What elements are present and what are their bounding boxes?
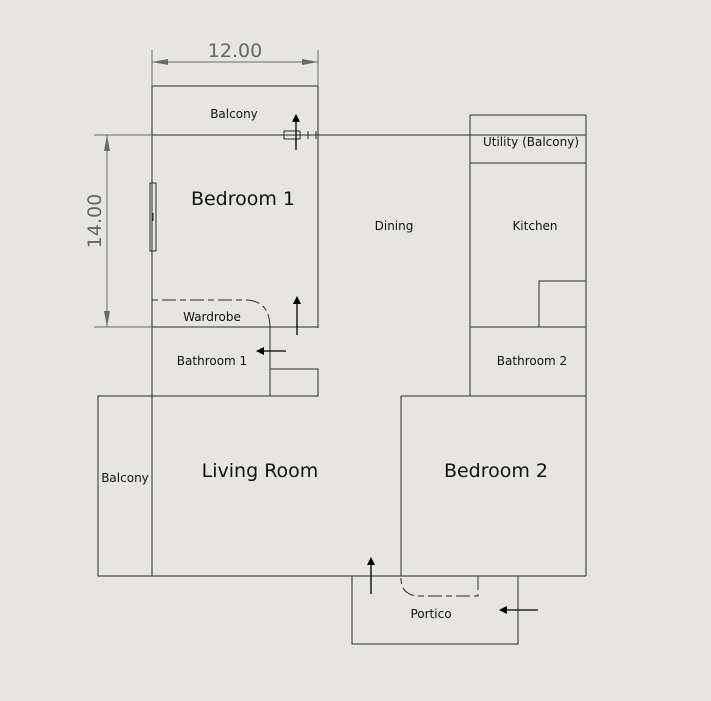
dimension-width: 12.00: [151, 40, 319, 86]
wall-balcony-left: [97, 395, 153, 577]
room-labels: Balcony Bedroom 1 Dining Utility (Balcon…: [101, 107, 579, 621]
room-label-bathroom1: Bathroom 1: [177, 354, 247, 368]
window-icon: [149, 182, 157, 252]
wall-kitchen-counter: [538, 280, 587, 328]
dimension-width-label: 12.00: [208, 40, 262, 62]
room-label-bathroom2: Bathroom 2: [497, 354, 567, 368]
dimension-height: 14.00: [84, 134, 152, 328]
room-label-balcony-left: Balcony: [101, 471, 149, 485]
window-icon: [283, 130, 317, 140]
room-label-balcony-top: Balcony: [210, 107, 258, 121]
room-label-dining: Dining: [375, 219, 414, 233]
dimension-height-label: 14.00: [84, 194, 106, 248]
room-label-kitchen: Kitchen: [512, 219, 557, 233]
room-label-bedroom1: Bedroom 1: [191, 188, 295, 210]
room-label-utility: Utility (Balcony): [483, 135, 579, 149]
room-label-portico: Portico: [410, 607, 451, 621]
room-label-bedroom2: Bedroom 2: [444, 460, 548, 482]
room-label-wardrobe: Wardrobe: [183, 310, 241, 324]
room-label-living-room: Living Room: [202, 460, 319, 482]
wall-bath1-fixture: [269, 368, 319, 397]
portico-curve: [400, 576, 479, 597]
walls: [97, 85, 587, 645]
wardrobe-curve: [152, 299, 271, 329]
door-arrows: [256, 114, 538, 614]
